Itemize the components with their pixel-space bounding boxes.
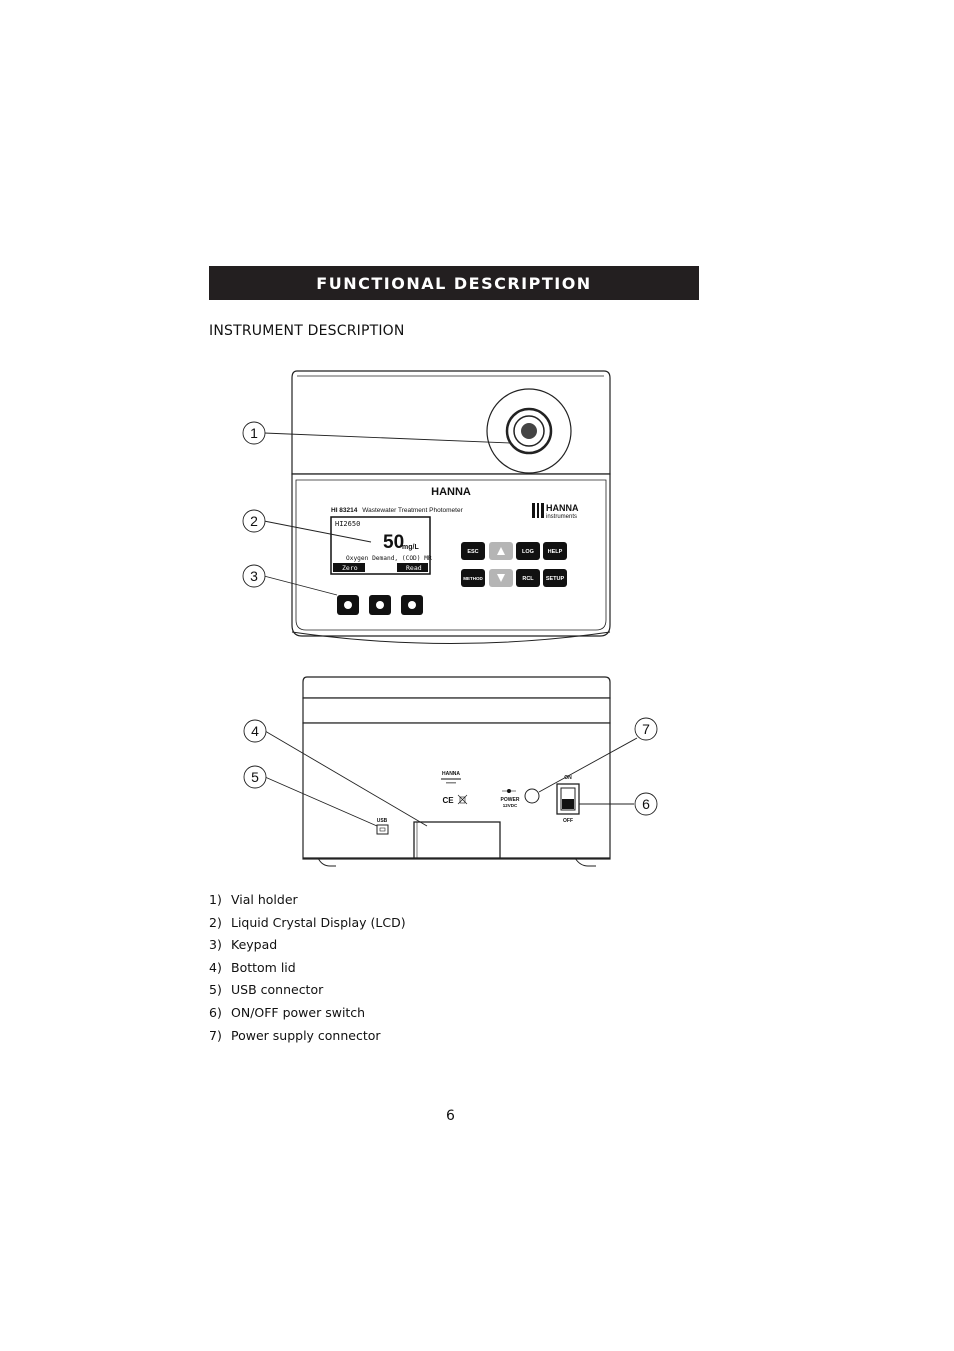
ce-mark: CE <box>442 796 454 805</box>
callout-7: 7 <box>642 721 650 737</box>
usb-port <box>376 824 389 835</box>
section-title: FUNCTIONAL DESCRIPTION <box>316 273 592 293</box>
key-down-icon <box>497 574 505 582</box>
page-number: 6 <box>446 1108 455 1124</box>
power-label: POWER <box>501 797 520 803</box>
weee-bin-icon <box>457 794 468 805</box>
callouts <box>242 421 658 827</box>
power-jack <box>524 788 540 804</box>
lcd-parameter: Oxygen Demand, (COD) MR <box>346 555 432 562</box>
rear-view <box>302 676 611 867</box>
rear-label-text-block <box>441 778 461 780</box>
legend-item: 4)Bottom lid <box>209 959 296 975</box>
model-number: HI 83214 <box>331 507 358 514</box>
power-spec-label: 12VDC <box>503 803 518 808</box>
lcd-unit: mg/L <box>402 544 419 551</box>
model-label: HI 83214 Wastewater Treatment Photometer <box>331 507 464 514</box>
brand-mark-right: HANNA instruments <box>532 503 579 520</box>
legend-item: 7)Power supply connector <box>209 1027 381 1043</box>
key-up-icon <box>497 547 505 555</box>
rear-label-brand: HANNA <box>442 771 460 777</box>
key-help: HELP <box>548 549 563 555</box>
callout-2: 2 <box>250 513 258 529</box>
switch-off-label: OFF <box>563 818 573 824</box>
callout-3: 3 <box>250 568 258 584</box>
lcd-display: HI2650 50 mg/L Oxygen Demand, (COD) MR Z… <box>330 516 432 575</box>
brand-sub-right: instruments <box>546 514 577 520</box>
section-title-banner: FUNCTIONAL DESCRIPTION <box>209 266 699 300</box>
keypad: ESC LOG HELP METHOD RCL SETUP <box>461 542 567 587</box>
key-method: METHOD <box>463 576 483 581</box>
callout-1: 1 <box>250 425 258 441</box>
callout-6: 6 <box>642 796 650 812</box>
legend-item: 5)USB connector <box>209 982 324 998</box>
legend-item: 6)ON/OFF power switch <box>209 1004 366 1020</box>
lcd-reading: 50 <box>383 532 404 553</box>
lcd-softkey-read: Read <box>406 564 422 572</box>
subsection-title: INSTRUMENT DESCRIPTION <box>209 323 405 339</box>
vial-holder <box>486 388 572 474</box>
usb-label: USB <box>377 818 388 824</box>
brand-name-right: HANNA <box>546 503 579 513</box>
key-esc: ESC <box>467 549 478 555</box>
key-rcl: RCL <box>522 576 534 582</box>
lcd-softkey-zero: Zero <box>342 564 358 572</box>
key-log: LOG <box>522 549 534 555</box>
legend-item: 3)Keypad <box>209 937 278 953</box>
model-description: Wastewater Treatment Photometer <box>362 507 463 514</box>
callout-5: 5 <box>251 769 259 785</box>
legend-item: 1)Vial holder <box>209 892 298 907</box>
component-legend: 1)Vial holder 2)Liquid Crystal Display (… <box>209 892 406 1050</box>
lcd-method-code: HI2650 <box>335 520 360 528</box>
bottom-lid <box>413 821 501 859</box>
legend-item: 2)Liquid Crystal Display (LCD) <box>209 914 406 930</box>
key-setup: SETUP <box>546 576 565 582</box>
callout-4: 4 <box>251 723 259 739</box>
soft-keys <box>337 595 423 615</box>
brand-logo-top: HANNA <box>431 486 471 498</box>
switch-on-label: ON <box>564 775 572 781</box>
